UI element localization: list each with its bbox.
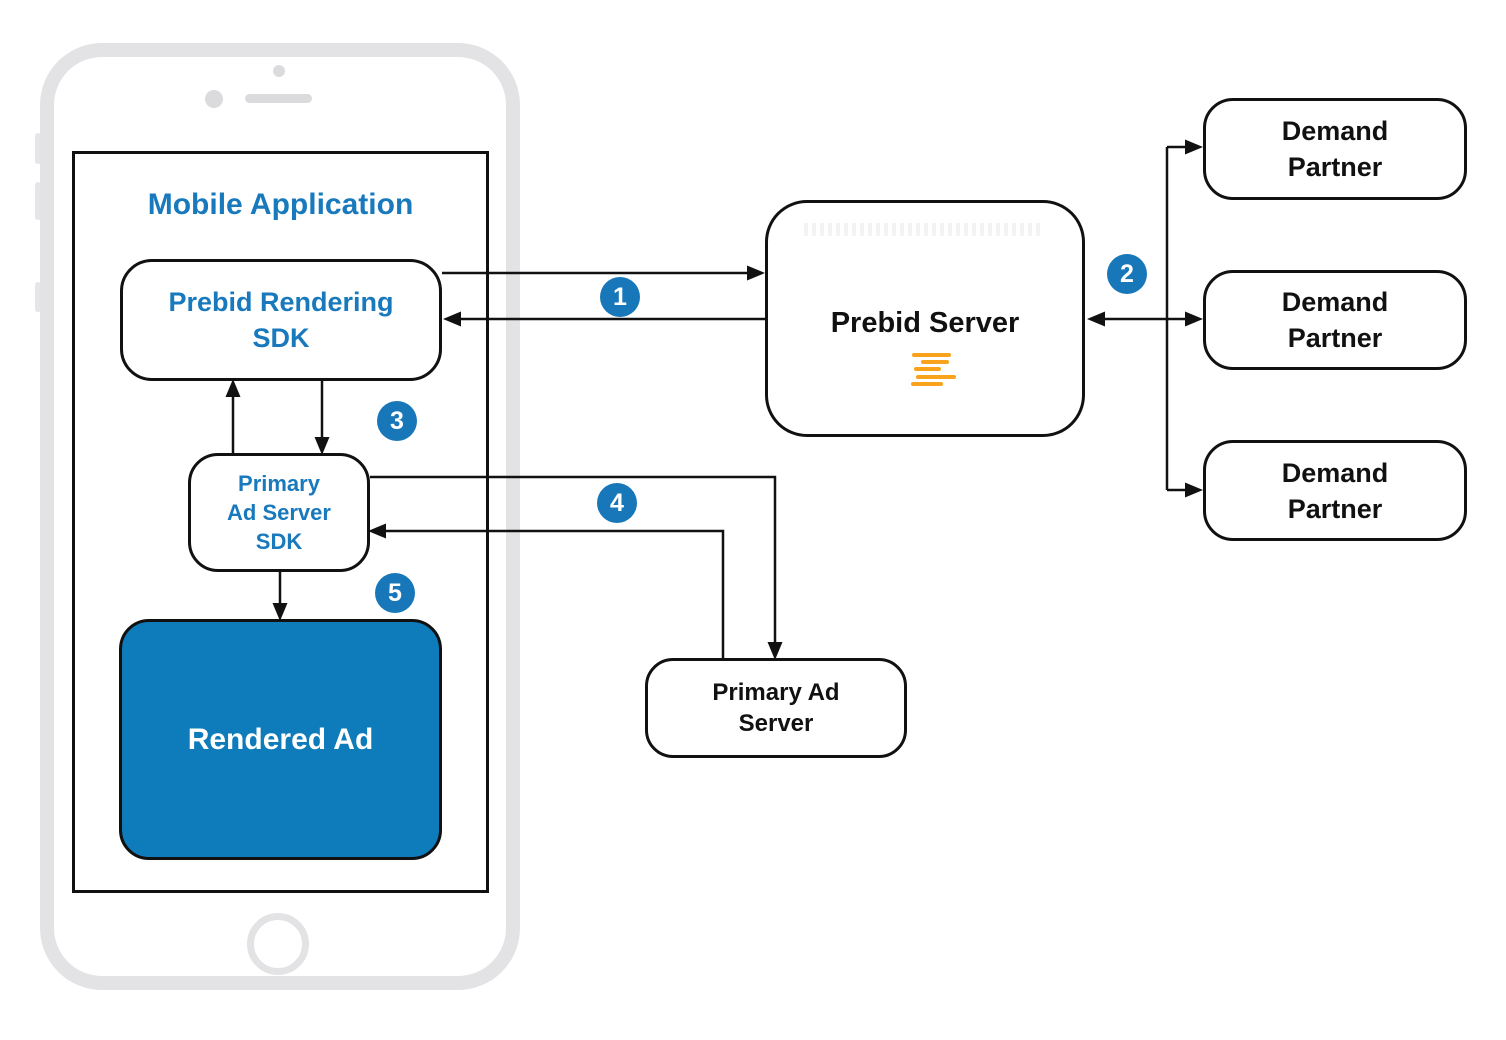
- phone-mute-switch: [35, 133, 41, 164]
- mobile-application-title: Mobile Application: [147, 188, 414, 221]
- step-badge-5: 5: [375, 573, 415, 613]
- node-label-line: SDK: [252, 323, 310, 353]
- node-primary-ad-server-sdk: Primary Ad Server SDK: [188, 453, 370, 572]
- node-rendered-ad: Rendered Ad: [119, 619, 442, 860]
- node-label-line: SDK: [255, 529, 303, 554]
- node-demand-partner-2: Demand Partner: [1203, 270, 1467, 370]
- step-badge-2: 2: [1107, 254, 1147, 294]
- logo-bar: [921, 360, 949, 364]
- node-label-line: Primary Ad: [712, 679, 840, 706]
- node-label-line: Partner: [1287, 493, 1383, 524]
- node-label-line: Server: [738, 710, 814, 737]
- step-badge-3: 3: [377, 401, 417, 441]
- node-label-line: Demand: [1281, 287, 1389, 317]
- phone-volume-up-button: [35, 182, 41, 220]
- phone-camera-icon: [205, 90, 223, 108]
- step-badge-1: 1: [600, 277, 640, 317]
- logo-bar: [912, 353, 951, 357]
- phone-volume-down-button: [35, 282, 41, 312]
- node-label-line: Partner: [1287, 323, 1383, 353]
- node-prebid-server: Prebid Server: [765, 200, 1085, 437]
- phone-home-button: [247, 913, 309, 975]
- arrowhead-right: [747, 265, 765, 281]
- watermark-artifact: [804, 223, 1040, 236]
- step-badge-4: 4: [597, 483, 637, 523]
- node-label-line: Prebid Server: [830, 307, 1020, 339]
- node-label-line: Primary: [238, 471, 320, 496]
- logo-bar: [914, 367, 941, 371]
- node-demand-partner-1: Demand Partner: [1203, 98, 1467, 200]
- node-label-line: Ad Server: [227, 500, 331, 525]
- node-prebid-rendering-sdk: Prebid Rendering SDK: [120, 259, 442, 381]
- node-demand-partner-3: Demand Partner: [1203, 440, 1467, 541]
- arrowhead-right: [1185, 482, 1203, 498]
- node-label-line: Demand: [1281, 457, 1389, 488]
- arrowhead-right: [1185, 311, 1203, 327]
- logo-bar: [916, 375, 956, 379]
- prebid-logo-icon: [908, 350, 956, 390]
- node-label-line: Prebid Rendering: [168, 287, 394, 317]
- arrowhead-right: [1185, 139, 1203, 155]
- logo-bar: [911, 382, 943, 386]
- node-primary-ad-server: Primary Ad Server: [645, 658, 907, 758]
- arrowhead-left: [1087, 311, 1105, 327]
- phone-speaker: [245, 94, 312, 103]
- phone-sensor-dot: [273, 65, 285, 77]
- node-label-line: Demand: [1281, 116, 1389, 146]
- node-label-line: Rendered Ad: [187, 722, 374, 756]
- node-label-line: Partner: [1287, 152, 1383, 182]
